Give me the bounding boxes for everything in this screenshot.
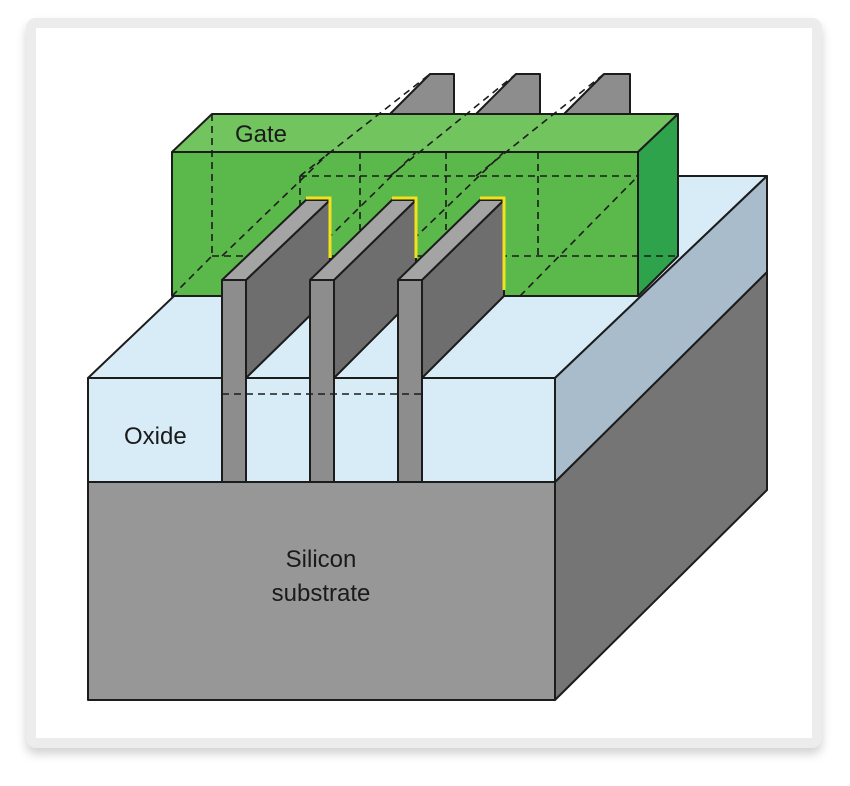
fin-1-back-face	[389, 73, 455, 115]
fin-3	[397, 196, 506, 483]
substrate-label-line1: Silicon	[286, 546, 357, 573]
fin-2-front-face	[309, 279, 335, 483]
substrate-label-line2: substrate	[272, 580, 371, 607]
fin-3-front-face	[397, 279, 423, 483]
fin-3-channel-highlight	[480, 196, 506, 290]
fin-back-ends	[389, 73, 631, 115]
oxide-label: Oxide	[124, 423, 187, 450]
fin-1-channel-highlight	[306, 196, 332, 258]
gate-label: Gate	[235, 121, 287, 148]
fin-1-front-face	[221, 279, 247, 483]
fin-3-back-face	[563, 73, 631, 115]
fin-2-back-face	[475, 73, 541, 115]
fin-1	[221, 196, 332, 483]
fin-2-channel-highlight	[392, 196, 418, 258]
fin-2	[309, 196, 418, 483]
